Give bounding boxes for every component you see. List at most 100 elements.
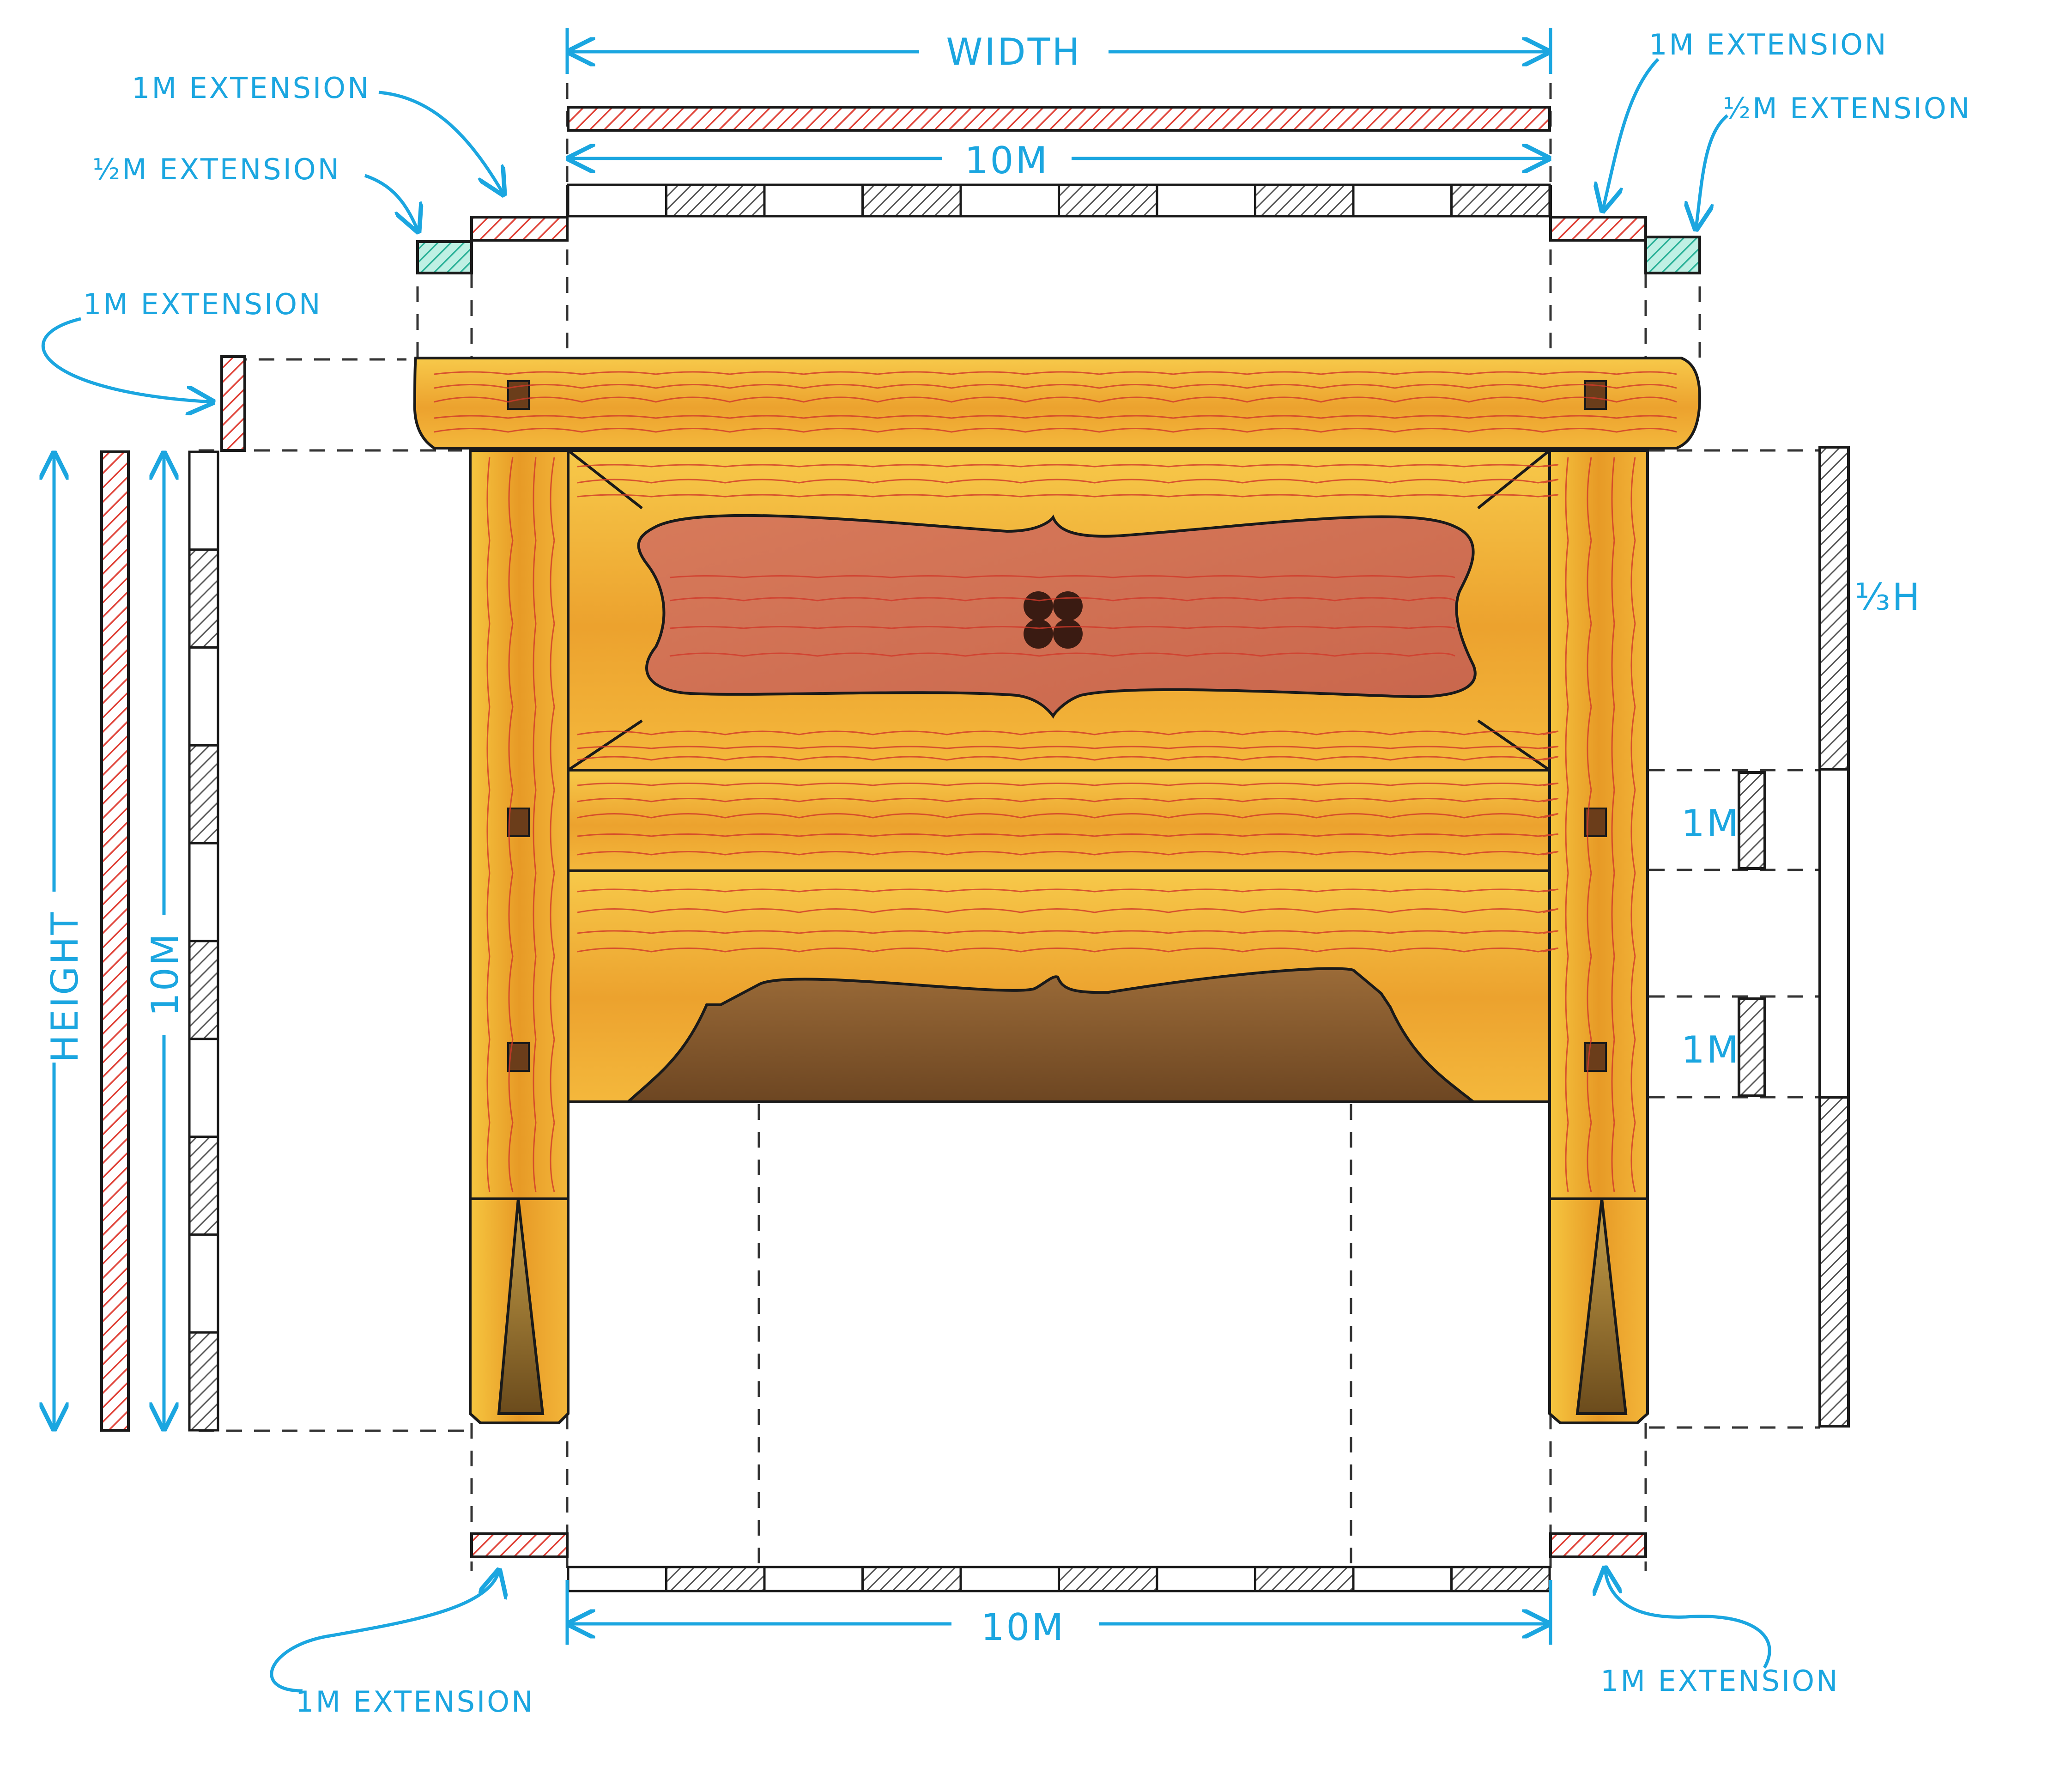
third-h-label: ⅓H (1854, 576, 1922, 619)
scale-module (188, 646, 219, 747)
scale-module (959, 1566, 1060, 1592)
grain-line (577, 783, 1559, 786)
scale-module (1254, 183, 1355, 218)
left-10m-label: 10M (144, 932, 187, 1016)
ext-top-left-half-label: ½M EXTENSION (92, 152, 341, 186)
scale-module (861, 1566, 962, 1592)
rail-1m-upper-bar (1738, 771, 1766, 870)
scale-module (1352, 1566, 1453, 1592)
bottom-10m-dimension: 10M (565, 1580, 1552, 1649)
ext-top-left-1m-label: 1M EXTENSION (132, 71, 370, 105)
rail-1m-lower-label: 1M (1681, 1028, 1740, 1071)
third-height-bar (1818, 446, 1850, 771)
bottom-left-1m-extension (470, 1532, 569, 1558)
left-10m-dimension: 10M (144, 454, 187, 1428)
bottom-module-scale (567, 1566, 1551, 1592)
scale-module (567, 1566, 667, 1592)
top-left-1m-extension (470, 216, 569, 242)
left-1m-extension (220, 355, 246, 452)
grain-line (669, 626, 1455, 629)
rail-1m-lower-bar (1738, 997, 1766, 1097)
grain-line (577, 494, 1559, 498)
scale-module (188, 548, 219, 649)
grain-line (577, 464, 1559, 468)
grain-line (550, 457, 555, 1192)
top-right-half-extension (1644, 236, 1701, 274)
grain-line (577, 756, 1559, 761)
scale-module (763, 1566, 864, 1592)
scale-module (188, 842, 219, 942)
left-module-scale (188, 450, 219, 1432)
scale-module (188, 1038, 219, 1138)
scale-module (1156, 1566, 1256, 1592)
wood-pegs (507, 380, 1607, 1072)
top-module-scale (567, 183, 1551, 218)
bottom-10m-label: 10M (981, 1606, 1066, 1649)
scale-module (1450, 183, 1551, 218)
grain-line (1630, 457, 1636, 1192)
scale-module (188, 1331, 219, 1432)
ext-bottom-right-1m-label: 1M EXTENSION (1600, 1664, 1839, 1698)
grain-line (434, 371, 1677, 375)
grain-line (577, 888, 1559, 893)
ext-left-1m-label: 1M EXTENSION (83, 287, 322, 321)
scale-module (1450, 1566, 1551, 1592)
scale-module (763, 183, 864, 218)
height-dimension: HEIGHT (43, 454, 86, 1428)
middle-height-bar (1818, 768, 1850, 1099)
top-left-half-extension (416, 240, 473, 274)
grain-line (577, 851, 1559, 856)
headboard (413, 357, 1702, 1424)
height-red-bar (100, 450, 130, 1432)
grain-line (577, 813, 1559, 819)
grain-line (434, 384, 1677, 389)
scale-module (1352, 183, 1453, 218)
width-label: WIDTH (946, 30, 1081, 73)
scale-module (959, 183, 1060, 218)
scale-module (188, 744, 219, 844)
grain-line (577, 479, 1559, 484)
grain-line (577, 746, 1559, 749)
grain-line (669, 652, 1455, 657)
grain-line (577, 908, 1559, 913)
grain-line (577, 833, 1559, 837)
scale-module (1254, 1566, 1355, 1592)
grain-line (434, 396, 1677, 403)
ext-bottom-left-1m-label: 1M EXTENSION (296, 1685, 534, 1719)
lower-height-bar (1818, 1096, 1850, 1428)
width-dimension: WIDTH (565, 28, 1552, 74)
grain-line (486, 457, 491, 1192)
grain-line (1587, 457, 1592, 1192)
grain-line (1611, 457, 1615, 1192)
grain-line (669, 575, 1455, 578)
top-10m-dimension: 10M (569, 139, 1548, 182)
width-red-bar (567, 106, 1551, 132)
top-cap-rail (413, 357, 1702, 450)
lower-apron-cutout (624, 967, 1478, 1103)
scale-module (188, 1136, 219, 1236)
wood-grain (434, 371, 1677, 1192)
grain-line (577, 730, 1559, 735)
scale-module (665, 183, 766, 218)
scale-module (188, 940, 219, 1040)
height-label: HEIGHT (43, 911, 86, 1063)
scale-module (861, 183, 962, 218)
top-right-1m-extension (1549, 216, 1647, 242)
scale-module (1156, 183, 1256, 218)
right-post (1548, 449, 1649, 1424)
grain-line (434, 428, 1677, 433)
ext-top-right-half-label: ½M EXTENSION (1723, 91, 1971, 125)
top-10m-label: 10M (965, 139, 1049, 182)
bottom-right-1m-extension (1549, 1532, 1647, 1558)
grain-line (533, 457, 537, 1192)
scale-module (188, 450, 219, 551)
scale-module (567, 183, 667, 218)
grain-line (508, 457, 514, 1192)
right-foot-stain (1575, 1198, 1628, 1415)
grain-line (434, 415, 1677, 419)
grain-line (669, 597, 1455, 601)
middle-rail (567, 769, 1551, 872)
scale-module (188, 1233, 219, 1334)
ext-top-right-1m-label: 1M EXTENSION (1649, 28, 1888, 61)
